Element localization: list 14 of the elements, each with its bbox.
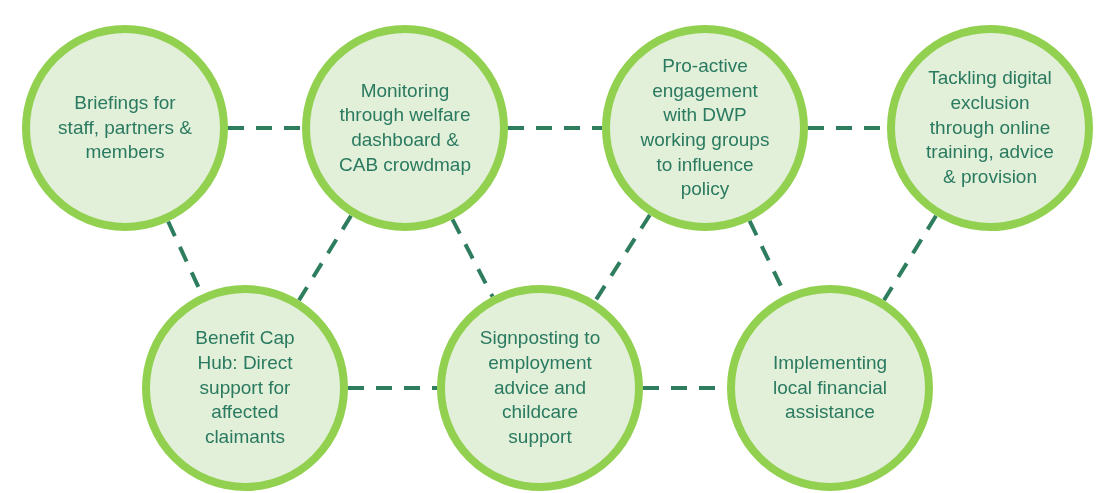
node-text: Signposting to employment advice and childcare support — [478, 326, 602, 450]
node-text: Benefit Cap Hub: Direct support for affected claimants — [194, 326, 296, 450]
connector-line — [348, 386, 437, 390]
connector-line — [228, 126, 302, 130]
node-text: Pro-active engagement with DWP working groups to influence policy — [639, 53, 771, 202]
connector-line — [593, 213, 652, 303]
node-text: Implementing local financial assistance — [771, 350, 889, 425]
connector-line — [297, 214, 353, 302]
node-text: Briefings for staff, partners & members — [57, 90, 193, 165]
connector-line — [882, 214, 938, 302]
connector-line — [508, 126, 602, 130]
connector-line — [450, 218, 495, 298]
node-text: Monitoring through welfare dashboard & CAB crowdmap — [338, 78, 472, 177]
node-text: Tackling digital exclusion through online training, advice & provision — [925, 66, 1055, 190]
